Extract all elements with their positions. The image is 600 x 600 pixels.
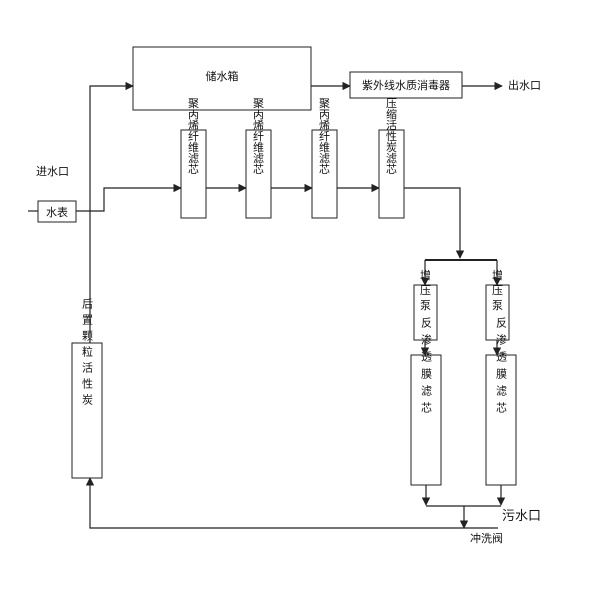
filter-2-node: 聚丙烯纤维滤芯: [245, 97, 272, 219]
filter-1-label: 聚丙烯纤维滤芯: [187, 97, 200, 174]
ro-right-node: 反渗透膜滤芯: [485, 317, 517, 486]
outlet-label: 出水口: [508, 78, 541, 92]
filter-4-label: 压缩活性炭滤芯: [385, 97, 398, 174]
post-carbon-label: 后置颗粒活性炭: [81, 298, 94, 410]
post-carbon-node: 后置颗粒活性炭: [71, 298, 103, 479]
flush-valve-label: 冲洗阀: [470, 531, 503, 545]
uv-sterilizer-label: 紫外线水质消毒器: [362, 78, 450, 92]
waste-outlet-label: 污水口: [502, 509, 541, 524]
return-line-arrow: [85, 477, 498, 529]
post-carbon-to-tank-arrow: [89, 81, 134, 343]
filter-3-node: 聚丙烯纤维滤芯: [311, 97, 338, 219]
water-meter-node: 水表: [37, 200, 77, 223]
ro-right-label: 反渗透膜滤芯: [495, 317, 508, 419]
filter4-to-splitter-arrow: [404, 187, 465, 259]
inlet-label: 进水口: [36, 165, 69, 178]
storage-tank-node: 储水箱: [132, 46, 312, 111]
filter-1-node: 聚丙烯纤维滤芯: [180, 97, 207, 219]
ro-left-label: 反渗透膜滤芯: [420, 317, 433, 419]
uv-sterilizer-node: 紫外线水质消毒器: [349, 71, 463, 99]
connectors: [28, 81, 506, 529]
meter-to-filter1-arrow: [76, 183, 182, 212]
storage-tank-label: 储水箱: [206, 69, 239, 83]
water-meter-label: 水表: [46, 205, 68, 219]
filter-4-node: 压缩活性炭滤芯: [378, 97, 405, 219]
ro-left-node: 反渗透膜滤芯: [410, 317, 442, 486]
filter-3-label: 聚丙烯纤维滤芯: [318, 97, 331, 174]
filter-2-label: 聚丙烯纤维滤芯: [252, 97, 265, 174]
